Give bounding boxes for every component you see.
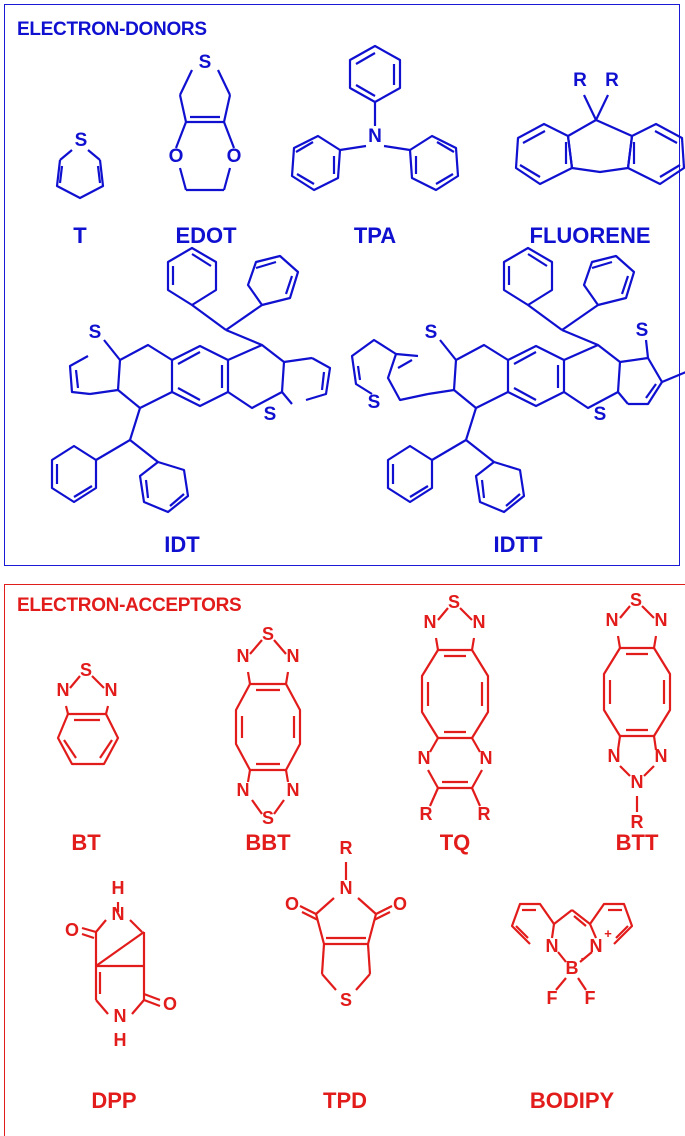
atom-s: S	[629, 590, 643, 610]
atom-s: S	[74, 130, 88, 151]
atom-o: O	[392, 894, 408, 914]
atom-n: N	[339, 878, 353, 898]
molecule-bodipy	[510, 902, 634, 991]
atom-o: O	[226, 146, 242, 167]
atom-o: O	[168, 146, 184, 167]
atom-s: S	[367, 392, 381, 413]
atom-s: S	[339, 990, 353, 1010]
atom-f: F	[546, 988, 558, 1008]
atom-r: R	[477, 804, 491, 824]
atom-n: N	[654, 610, 668, 630]
molecule-edot	[174, 69, 236, 192]
atom-n: N	[56, 680, 70, 700]
atom-s: S	[261, 808, 275, 828]
atom-n: N	[605, 610, 619, 630]
atom-n: N	[607, 746, 621, 766]
atom-b: B	[565, 958, 579, 978]
molecule-label-idtt: IDTT	[493, 532, 543, 557]
atom-n: N	[113, 1006, 127, 1026]
acceptor-structures	[56, 605, 672, 1015]
atom-o: O	[64, 920, 80, 940]
atom-o: O	[162, 994, 178, 1014]
atom-s: S	[424, 322, 438, 343]
molecule-label-bbt: BBT	[245, 830, 291, 855]
molecule-bbt	[234, 639, 302, 815]
atom-n: N	[630, 772, 644, 792]
molecule-tq	[420, 607, 490, 807]
acceptors-title: ELECTRON-ACCEPTORS	[17, 595, 242, 616]
molecule-label-idt: IDT	[164, 532, 200, 557]
molecule-btt	[602, 605, 672, 812]
atom-r: R	[339, 838, 353, 858]
atom-n: N	[654, 746, 668, 766]
molecule-idt	[50, 246, 332, 514]
atom-r: R	[419, 804, 433, 824]
atom-s: S	[88, 322, 102, 343]
atom-s: S	[263, 404, 277, 425]
atom-s: S	[198, 52, 212, 73]
molecule-label-tq: TQ	[439, 830, 471, 855]
atom-n: N	[104, 680, 118, 700]
molecule-bt	[56, 675, 120, 766]
atom-s: S	[635, 320, 649, 341]
molecule-label-t: T	[73, 223, 87, 248]
atom-h: H	[111, 878, 125, 898]
molecule-idtt	[350, 246, 685, 514]
atom-n: N	[111, 904, 125, 924]
molecule-fluorene	[514, 94, 685, 186]
molecule-label-fluorene: FLUORENE	[529, 223, 651, 248]
molecule-dpp	[81, 902, 161, 1015]
atom-n: N	[545, 936, 559, 956]
atom-n: N	[479, 748, 493, 768]
donors-title: ELECTRON-DONORS	[17, 19, 207, 40]
atom-r: R	[630, 812, 644, 832]
molecule-label-dpp: DPP	[91, 1088, 137, 1113]
electron-donors-panel: ELECTRON-DONORS	[4, 4, 680, 566]
atom-f: F	[584, 988, 596, 1008]
atom-s: S	[261, 624, 275, 644]
molecule-t	[55, 149, 105, 200]
molecule-label-tpd: TPD	[323, 1088, 367, 1113]
atom-r: R	[573, 70, 587, 91]
atom-h: H	[113, 1030, 127, 1050]
molecule-label-bt: BT	[71, 830, 101, 855]
atom-s: S	[447, 592, 461, 612]
molecule-tpd	[299, 862, 393, 991]
atom-n: N	[286, 646, 300, 666]
molecule-label-tpa: TPA	[353, 223, 397, 248]
donor-structures	[50, 44, 685, 514]
molecule-label-btt: BTT	[615, 830, 659, 855]
charge-plus: +	[604, 926, 612, 941]
atom-r: R	[605, 70, 619, 91]
atom-s: S	[79, 660, 93, 680]
molecule-label-edot: EDOT	[175, 223, 237, 248]
electron-acceptors-panel: ELECTRON-ACCEPTORS	[4, 584, 685, 1136]
atom-o: O	[284, 894, 300, 914]
atom-n: N	[286, 780, 300, 800]
atom-n: N	[589, 936, 603, 956]
atom-n: N	[236, 780, 250, 800]
atom-n: N	[417, 748, 431, 768]
molecule-tpa	[290, 44, 460, 192]
charge-minus: -	[580, 950, 586, 965]
atom-n: N	[368, 126, 382, 147]
atom-n: N	[472, 612, 486, 632]
atom-s: S	[593, 404, 607, 425]
atom-n: N	[236, 646, 250, 666]
atom-n: N	[423, 612, 437, 632]
molecule-label-bodipy: BODIPY	[529, 1088, 615, 1113]
